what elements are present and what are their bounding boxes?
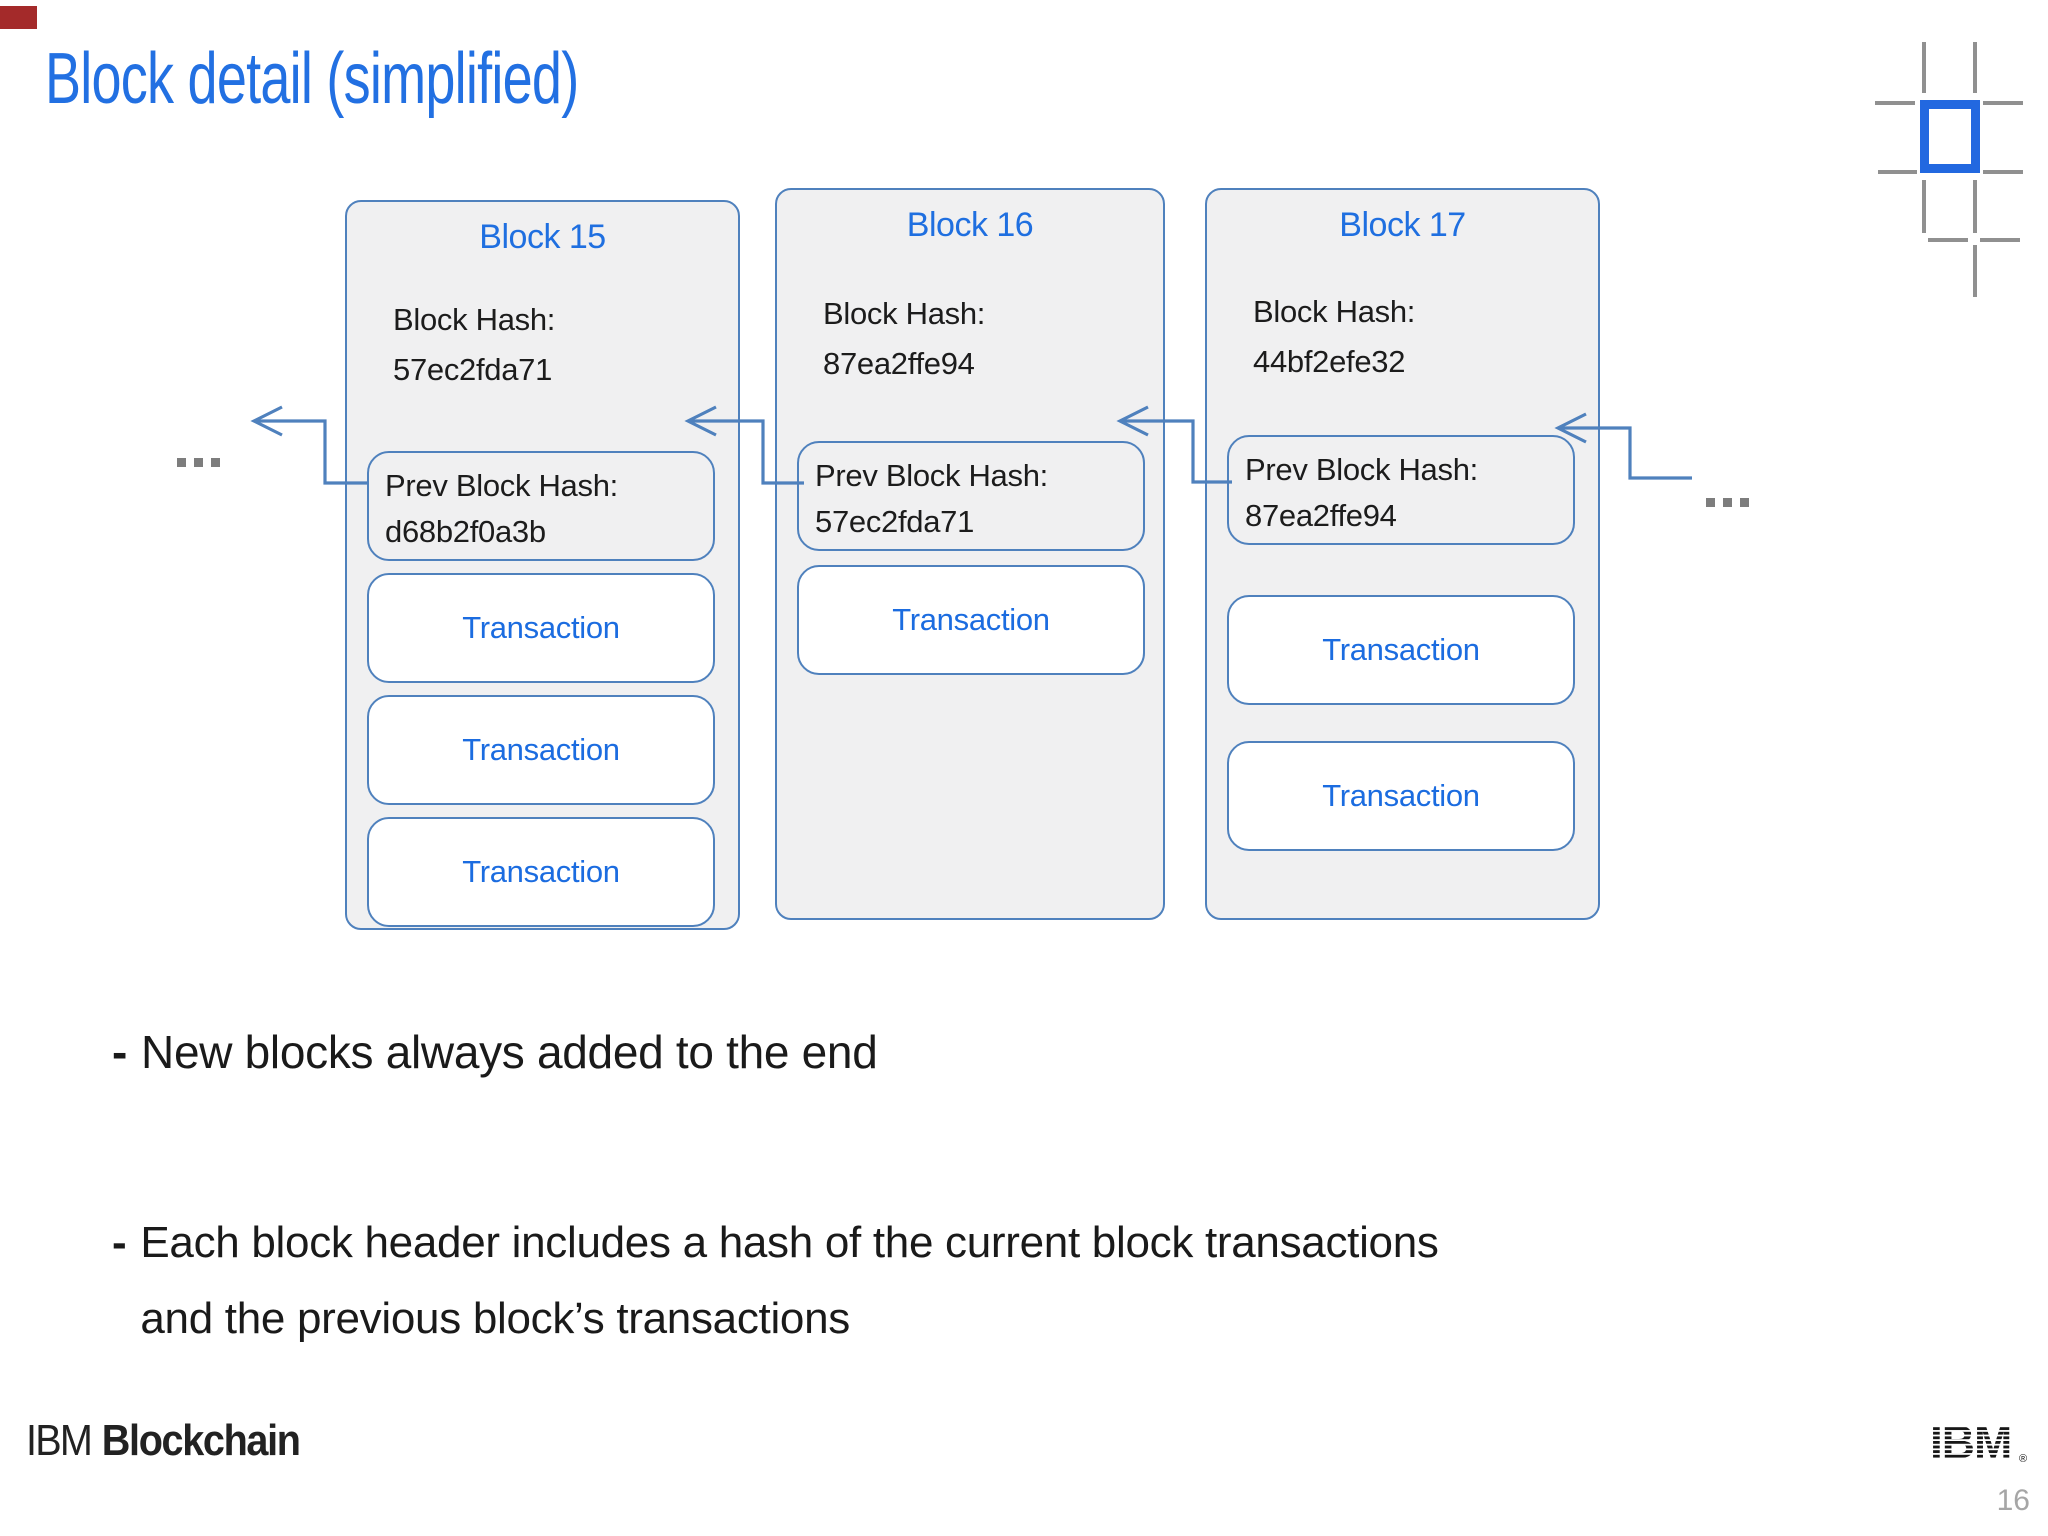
transaction-box: Transaction: [367, 573, 715, 683]
ellipsis-dot: [1723, 498, 1732, 507]
arrowhead-block15: [250, 405, 283, 437]
footer-brand-name: Blockchain: [101, 1416, 301, 1465]
ellipsis-dot: [211, 458, 220, 467]
prev-hash-value: d68b2f0a3b: [385, 514, 546, 549]
block-card-16: Block 16 Block Hash: 87ea2ffe94 Prev Blo…: [775, 188, 1165, 920]
transaction-box: Transaction: [367, 817, 715, 927]
block-hash-value: 87ea2ffe94: [823, 346, 975, 381]
prev-block-hash-box: Prev Block Hash: 57ec2fda71: [797, 441, 1145, 551]
ellipsis-dot: [177, 458, 186, 467]
bullet-text: New blocks always added to the end: [141, 1026, 878, 1078]
prev-hash-label: Prev Block Hash:: [385, 468, 618, 503]
prev-block-hash-box: Prev Block Hash: 87ea2ffe94: [1227, 435, 1575, 545]
transaction-box: Transaction: [367, 695, 715, 805]
block-title: Block 17: [1339, 206, 1466, 244]
ellipsis-dot: [1706, 498, 1715, 507]
block-hash-value: 44bf2efe32: [1253, 344, 1406, 379]
ellipsis-left: [177, 458, 220, 467]
transaction-box: Transaction: [1227, 741, 1575, 851]
prev-hash-value: 57ec2fda71: [815, 504, 975, 539]
block-card-17: Block 17 Block Hash: 44bf2efe32 Prev Blo…: [1205, 188, 1600, 920]
block-hash-group: Block Hash: 57ec2fda71: [347, 295, 738, 395]
footer-brand-prefix: IBM: [26, 1416, 93, 1465]
block-hash-group: Block Hash: 87ea2ffe94: [777, 289, 1163, 389]
registered-mark: ®: [2019, 1453, 2027, 1465]
block-hash-label: Block Hash:: [1253, 294, 1416, 329]
bullet-item: - New blocks always added to the end: [112, 1022, 878, 1082]
bullet-item: - Each block header includes a hash of t…: [112, 1205, 1439, 1357]
prev-hash-value: 87ea2ffe94: [1245, 498, 1397, 533]
block-title: Block 15: [479, 218, 606, 256]
transaction-box: Transaction: [797, 565, 1145, 675]
page-title: Block detail (simplified): [45, 39, 579, 119]
ellipsis-dot: [194, 458, 203, 467]
bullet-text-line: and the previous block’s transactions: [140, 1294, 850, 1343]
ibm-logo-text: IBM: [1930, 1418, 2011, 1466]
ibm-logo: IBM ®: [1930, 1416, 2030, 1468]
bullet-dash: -: [112, 1218, 127, 1267]
transaction-box: Transaction: [1227, 595, 1575, 705]
prev-hash-label: Prev Block Hash:: [1245, 452, 1478, 487]
block-hash-label: Block Hash:: [823, 296, 986, 331]
bullet-text-line: Each block header includes a hash of the…: [140, 1218, 1439, 1267]
ellipsis-right: [1706, 498, 1749, 507]
corner-marker: [0, 6, 37, 29]
block-title: Block 16: [906, 206, 1034, 244]
prev-hash-label: Prev Block Hash:: [815, 458, 1048, 493]
block-card-15: Block 15 Block Hash: 57ec2fda71 Prev Blo…: [345, 200, 740, 930]
block-hash-label: Block Hash:: [393, 302, 556, 337]
block-grid-icon: [1875, 42, 2023, 297]
page-number: 16: [1996, 1484, 2030, 1517]
prev-block-hash-box: Prev Block Hash: d68b2f0a3b: [367, 451, 715, 561]
ellipsis-dot: [1740, 498, 1749, 507]
block-hash-value: 57ec2fda71: [393, 352, 553, 387]
block-hash-group: Block Hash: 44bf2efe32: [1207, 287, 1598, 387]
bullet-dash: -: [112, 1026, 128, 1078]
